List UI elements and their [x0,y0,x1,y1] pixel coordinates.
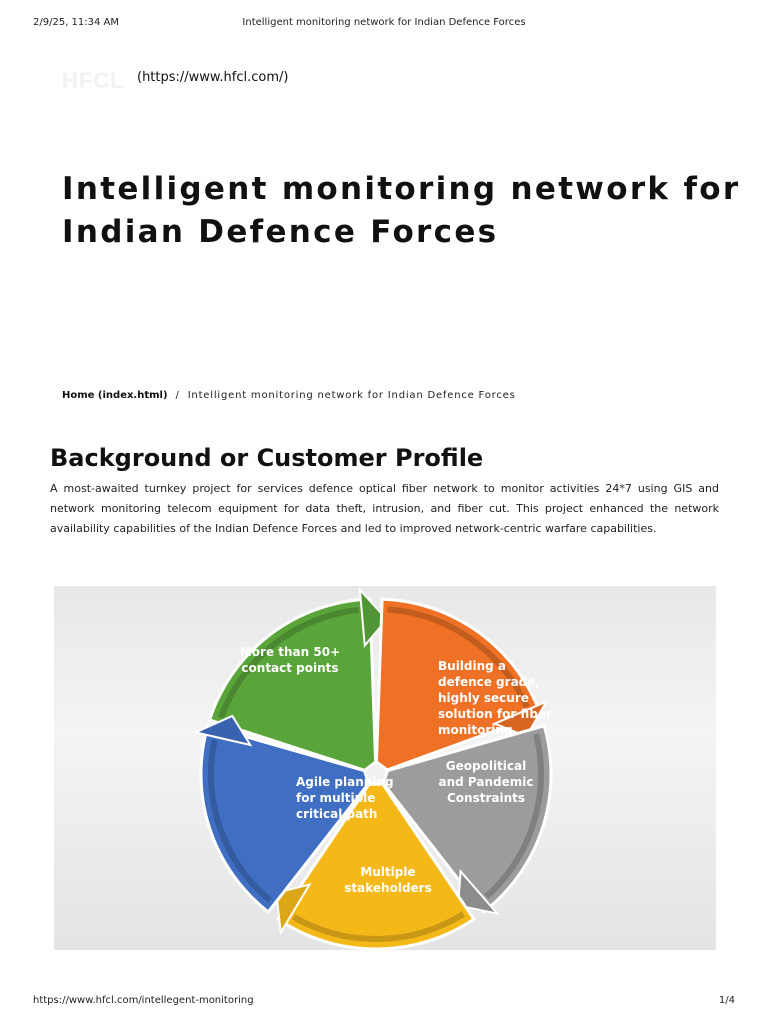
diagram-segment-edge [292,911,466,942]
logo-link[interactable]: (https://www.hfcl.com/) [137,70,289,85]
diagram-arrow-head [192,714,253,747]
diagram-label-line: highly secure [438,691,529,705]
breadcrumb-home-link[interactable]: Home (index.html) [62,390,168,401]
diagram-segment-edge [208,739,272,903]
diagram-segment: Multiple stakeholders [275,782,476,950]
diagram-arrow-head [275,883,312,936]
diagram-label-line: Agile planning [296,775,394,789]
diagram-label-line: defence grade, [438,675,540,689]
diagram-label-line: stakeholders [344,881,431,895]
diagram-segment-edge [484,733,544,899]
diagram-label-line: Building a [438,659,506,673]
footer-url: https://www.hfcl.com/intellegent-monitor… [33,995,254,1006]
page-number: 1/4 [718,995,735,1006]
diagram-segment-label: Agile planning for multiple critical path [296,775,394,821]
diagram-segment-shape [374,597,543,772]
print-header: 2/9/25, 11:34 AM Intelligent monitoring … [0,17,768,31]
diagram-label-line: contact points [241,661,338,675]
diagram-segment-edge [387,606,530,709]
print-datetime: 2/9/25, 11:34 AM [33,17,120,28]
diagram-segment-edge [218,606,360,719]
diagram-segment: More than 50+ contact points [207,586,389,772]
diagram-segment-label: Building a defence grade, highly secure sol… [438,659,552,737]
diagram-label-line: solution for fiber [438,707,552,721]
diagram-label-line: critical path [296,807,377,821]
breadcrumb-separator: / [175,390,180,401]
diagram-arrow-head [492,699,549,738]
diagram-segment-shape [276,782,476,950]
diagram-segment-label: More than 50+ contact points [240,645,340,675]
cycle-diagram-svg: More than 50+ contact points Building a def… [192,586,553,950]
diagram-segment-shape [381,723,553,915]
diagram-label-line: and Pandemic [439,775,534,789]
diagram-label-line: monitoring [438,723,513,737]
site-logo[interactable]: HFCL [62,68,125,93]
diagram-label-line: More than 50+ [240,645,340,659]
diagram-segment-label: Multiple stakeholders [344,865,431,895]
section-heading: Background or Customer Profile [50,444,484,472]
diagram-arrow-head [358,586,389,648]
diagram-segment-shape [207,597,378,772]
print-title: Intelligent monitoring network for India… [242,17,526,28]
cycle-diagram: More than 50+ contact points Building a def… [54,586,716,950]
section-body: A most-awaited turnkey project for servi… [50,482,719,535]
diagram-segment: Building a defence grade, highly secure sol… [374,597,552,772]
diagram-label-line: Geopolitical [446,759,526,773]
diagram-arrow-head [457,868,501,916]
page-title: Intelligent monitoring network for India… [62,171,741,250]
diagram-segment-shape [199,723,371,915]
breadcrumb: Home (index.html) / Intelligent monitori… [62,390,516,401]
diagram-segment: Agile planning for multiple critical path [192,714,394,915]
diagram-label-line: Constraints [447,791,525,805]
diagram-label-line: for multiple [296,791,375,805]
breadcrumb-current: Intelligent monitoring network for India… [187,390,516,401]
diagram-label-line: Multiple [360,865,415,879]
